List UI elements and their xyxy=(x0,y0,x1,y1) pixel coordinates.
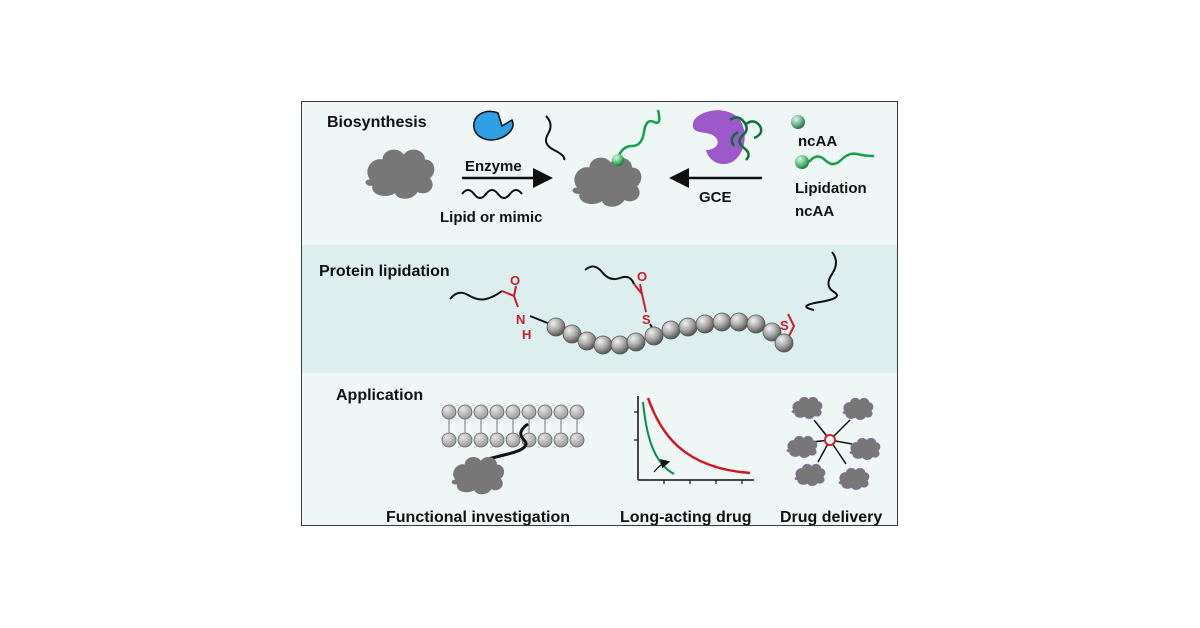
thioester-carbonyl xyxy=(639,283,643,295)
amide-lipid-chain xyxy=(449,290,503,301)
thioether-lipid-chain xyxy=(805,251,838,311)
extension-arrow xyxy=(653,459,671,473)
lipid-chain-green xyxy=(616,109,661,159)
long-acting-curve xyxy=(646,397,751,475)
lipid-wave-icon xyxy=(461,189,523,199)
membrane-bilayer-icon xyxy=(441,404,585,448)
thioester-lipid-chain xyxy=(584,265,635,285)
residue-bead xyxy=(678,317,698,337)
ncaa-ball xyxy=(612,154,624,166)
residue-bead xyxy=(729,312,749,332)
residue-bead xyxy=(593,335,613,355)
residue-bead xyxy=(712,312,732,332)
peptide-chain xyxy=(546,312,794,355)
amide-linker xyxy=(529,315,551,325)
lipidation-label: Lipidation xyxy=(795,180,867,197)
lipid-or-mimic-label: Lipid or mimic xyxy=(440,209,543,226)
residue-bead xyxy=(661,320,681,340)
anchored-protein xyxy=(451,456,505,495)
short-acting-curve xyxy=(642,401,675,475)
thioester-s-label: S xyxy=(642,312,651,327)
figure: Biosynthesis Enzyme Lipid or mimic GCE xyxy=(301,101,898,526)
gce-label: GCE xyxy=(699,189,732,206)
long-acting-drug-label: Long-acting drug xyxy=(620,509,752,526)
residue-bead xyxy=(610,335,630,355)
amide-o-label: O xyxy=(510,273,520,288)
functional-investigation-label: Functional investigation xyxy=(386,509,570,526)
lipidation-ncaa-icon xyxy=(795,155,809,169)
ncaa-icon xyxy=(791,115,805,129)
residue-bead xyxy=(762,322,782,342)
lipid-chain-black xyxy=(545,115,566,161)
residue-bead xyxy=(644,326,664,346)
amide-h-label: H xyxy=(522,327,531,342)
pk-curve-plot xyxy=(634,396,754,484)
enzyme-label: Enzyme xyxy=(465,158,522,175)
biosynthesis-title: Biosynthesis xyxy=(327,114,427,131)
enzyme-icon xyxy=(473,110,514,141)
thioether-s-label: S xyxy=(780,318,789,333)
trna-icon xyxy=(729,116,763,161)
residue-bead xyxy=(774,333,794,353)
residue-bead xyxy=(577,331,597,351)
gce-synthetase-icon xyxy=(692,110,745,165)
residue-bead xyxy=(746,314,766,334)
diagram-canvas: Biosynthesis Enzyme Lipid or mimic GCE xyxy=(319,109,882,526)
lipidation-ncaa-label: ncAA xyxy=(795,203,834,220)
amide-n-label: N xyxy=(516,312,525,327)
amide-bond xyxy=(501,290,519,308)
thioester-o-label: O xyxy=(637,269,647,284)
residue-bead xyxy=(626,332,646,352)
lipidated-protein xyxy=(572,157,642,207)
ncaa-label: ncAA xyxy=(798,133,837,150)
core-icon xyxy=(824,434,836,446)
amide-carbonyl xyxy=(513,285,517,297)
protein-blob xyxy=(365,149,435,199)
application-title: Application xyxy=(336,387,423,404)
residue-bead xyxy=(695,314,715,334)
protein-lipidation-title: Protein lipidation xyxy=(319,263,450,280)
residue-bead xyxy=(546,317,566,337)
drug-delivery-label: Drug delivery xyxy=(780,509,882,526)
drug-delivery-icon xyxy=(786,396,881,491)
thioether-bond xyxy=(787,313,796,339)
lipidation-ncaa-chain xyxy=(808,152,875,166)
